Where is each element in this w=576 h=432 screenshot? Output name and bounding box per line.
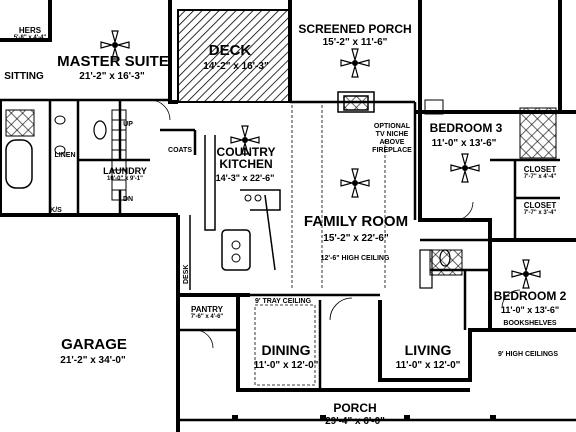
kitchen-counters — [189, 135, 281, 290]
tile-area — [5, 109, 35, 137]
bedroom3-label: BEDROOM 3 — [429, 121, 503, 135]
dn-label: DN — [122, 196, 134, 203]
stove-icon — [231, 194, 262, 263]
bathtub-icon — [419, 249, 433, 289]
ceiling-fan-icon — [511, 259, 541, 289]
deck-label: DECK — [208, 42, 252, 59]
ceiling-fan-icon — [340, 48, 370, 78]
deck-area — [177, 9, 291, 103]
bedroom3-dims: 11'-0" x 13'-6" — [431, 138, 497, 149]
master-suite-dims: 21'-2" x 16'-3" — [79, 71, 145, 82]
dining-dims: 11'-0" x 12'-0" — [253, 360, 319, 371]
porch-dims: 29'-4" x 6'-0" — [325, 416, 385, 427]
toilet-icon — [439, 249, 451, 267]
fireplace-icon — [337, 91, 375, 113]
tray-ceiling-label: 9' TRAY CEILING — [254, 298, 312, 305]
ks-label: K/S — [50, 207, 62, 214]
high-ceilings-label: 9' HIGH CEILINGS — [497, 351, 559, 358]
deck-dims: 14'-2" x 16'-3" — [203, 61, 269, 72]
living-label: LIVING — [404, 342, 452, 358]
bathtub-icon — [519, 107, 557, 159]
sink-icon — [54, 145, 66, 155]
ceiling-fan-icon — [450, 153, 480, 183]
bookshelves-label: BOOKSHELVES — [503, 320, 557, 327]
sitting-label: SITTING — [4, 71, 44, 82]
toilet-icon — [93, 120, 107, 140]
tile-area — [429, 249, 463, 276]
garage-dims: 21'-2" x 34'-0" — [60, 355, 126, 366]
porch-label: PORCH — [333, 401, 377, 415]
porch-columns — [232, 415, 496, 421]
screened-porch-dims: 15'-2" x 11'-6" — [322, 37, 388, 48]
country-kitchen-dims: 14'-3" x 22'-6" — [215, 173, 275, 183]
dining-label: DINING — [261, 342, 311, 358]
ceiling-lines — [254, 105, 386, 386]
bedroom2-dims: 11'-0" x 13'-6" — [500, 305, 560, 315]
door-swing-icon — [149, 99, 521, 349]
family-room-ceiling-note: 12'-6" HIGH CEILING — [320, 255, 390, 262]
ceiling-fan-icon — [340, 168, 370, 198]
master-suite-label: MASTER SUITE — [57, 53, 169, 70]
stairs — [111, 109, 127, 201]
coats-label: COATS — [168, 147, 192, 154]
garage-label: GARAGE — [61, 336, 127, 353]
bathtub-icon — [424, 99, 444, 115]
bathtub-icon — [5, 139, 33, 189]
linen-label: LINEN — [54, 152, 76, 159]
screened-porch-label: SCREENED PORCH — [298, 22, 412, 36]
sink-icon — [54, 115, 66, 125]
desk-label: DESK — [183, 264, 190, 284]
living-dims: 11'-0" x 12'-0" — [395, 360, 461, 371]
bedroom2-label: BEDROOM 2 — [493, 289, 567, 303]
interior-walls — [0, 98, 576, 422]
up-label: UP — [123, 121, 133, 128]
family-room-label: FAMILY ROOM — [303, 213, 409, 230]
family-room-dims: 15'-2" x 22'-6" — [323, 233, 389, 244]
